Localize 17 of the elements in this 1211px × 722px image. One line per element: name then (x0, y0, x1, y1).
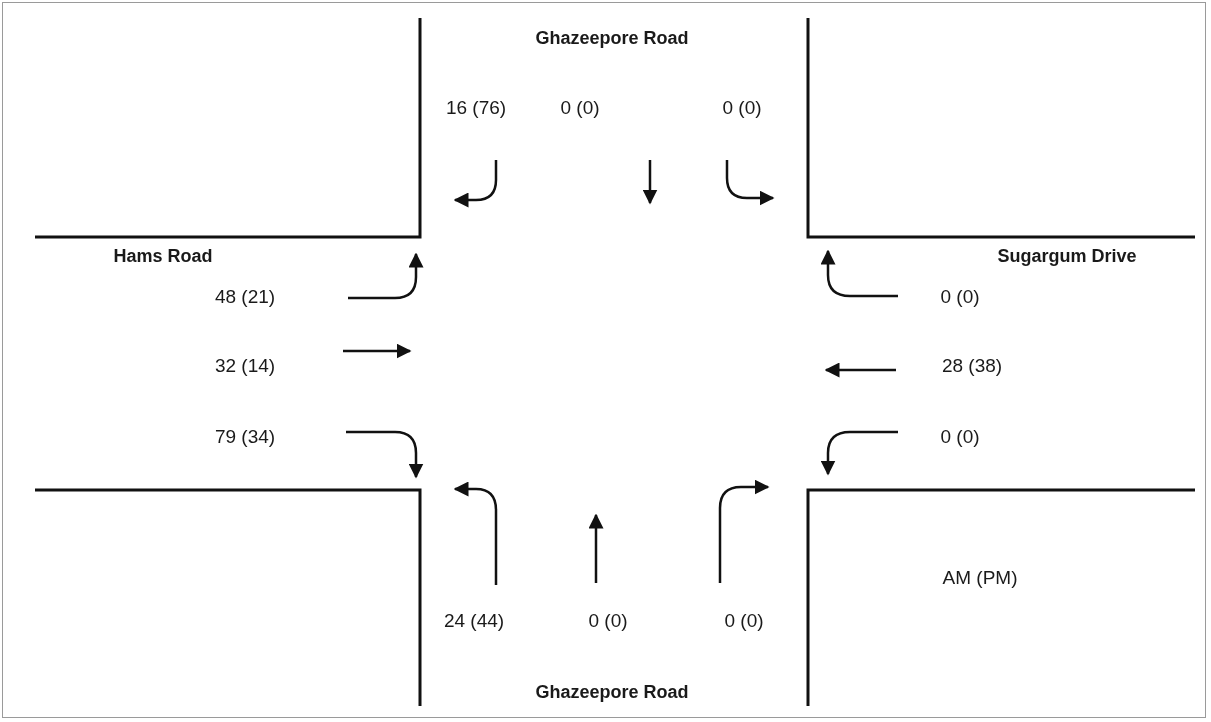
legend-note: AM (PM) (942, 567, 1018, 589)
traffic-volume: 0 (0) (560, 97, 600, 119)
traffic-volume: 32 (14) (214, 355, 276, 377)
traffic-volume: 16 (76) (445, 97, 507, 119)
traffic-volume: 0 (0) (722, 97, 762, 119)
traffic-volume: 24 (44) (443, 610, 505, 632)
road-name: Hams Road (113, 245, 213, 267)
traffic-volume: 0 (0) (940, 286, 980, 308)
road-name: Ghazeepore Road (535, 681, 689, 703)
road-name: Sugargum Drive (997, 245, 1137, 267)
traffic-volume: 0 (0) (940, 426, 980, 448)
traffic-volume: 28 (38) (941, 355, 1003, 377)
traffic-volume: 79 (34) (214, 426, 276, 448)
road-name: Ghazeepore Road (535, 27, 689, 49)
traffic-volume: 0 (0) (588, 610, 628, 632)
traffic-volume: 0 (0) (724, 610, 764, 632)
traffic-volume: 48 (21) (214, 286, 276, 308)
